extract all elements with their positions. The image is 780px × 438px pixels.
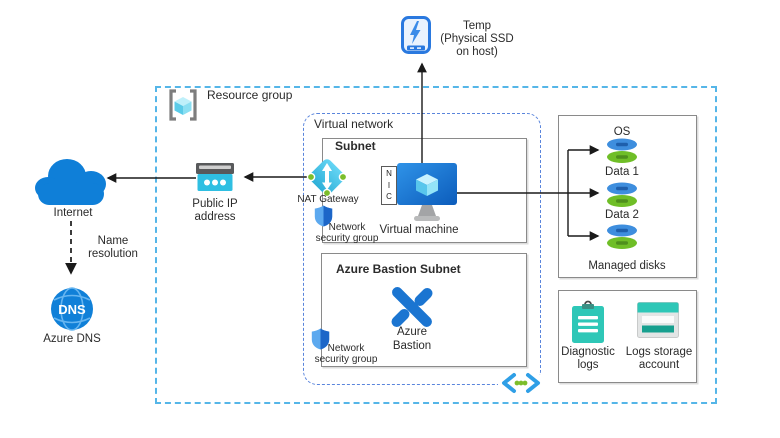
- nat-gateway-icon: [306, 159, 348, 198]
- data1-disk-label: Data 1: [605, 166, 639, 178]
- diagnostic-logs-label: Diagnostic logs: [561, 346, 615, 371]
- name-resolution-label: Name resolution: [88, 235, 138, 260]
- nic-letter-n: N: [386, 169, 392, 179]
- nic-letter-i: I: [387, 180, 391, 190]
- subnet-title: Subnet: [335, 139, 376, 153]
- os-disk-label: OS: [613, 126, 631, 138]
- azure-bastion-label: Azure Bastion: [392, 326, 432, 352]
- temp-ssd-icon: [401, 16, 431, 54]
- resource-group-label: Resource group: [207, 88, 293, 102]
- virtual-machine-icon: [397, 163, 457, 221]
- bastion-subnet-box: [321, 253, 527, 367]
- resource-group-icon: [169, 89, 197, 121]
- managed-disks-box: [558, 115, 697, 278]
- diagnostic-logs-icon: [572, 300, 604, 343]
- nic-box: N I C: [381, 166, 397, 205]
- public-ip-icon: [196, 163, 234, 191]
- nsg-subnet-label: Network security group: [315, 222, 379, 244]
- azure-bastion-icon: [391, 287, 433, 327]
- data2-disk-icon: [607, 224, 637, 249]
- temp-disk-label: Temp (Physical SSD on host): [440, 20, 514, 58]
- virtual-network-label: Virtual network: [314, 117, 394, 131]
- bastion-subnet-title: Azure Bastion Subnet: [336, 262, 461, 276]
- logs-storage-account-icon: [637, 302, 679, 338]
- azure-dns-globe-icon: DNS: [51, 287, 93, 331]
- public-ip-label: Public IP address: [192, 198, 238, 223]
- virtual-machine-label: Virtual machine: [379, 224, 459, 236]
- nsg-bastion-label: Network security group: [314, 343, 378, 365]
- network-security-group-icon: [311, 328, 330, 350]
- data1-disk-icon: [607, 182, 637, 207]
- internet-cloud-icon: [35, 159, 106, 205]
- virtual-network-icon: [498, 373, 544, 393]
- managed-disks-label: Managed disks: [588, 260, 666, 272]
- nic-letter-c: C: [386, 191, 392, 201]
- internet-label: Internet: [53, 207, 93, 219]
- network-security-group-icon: [314, 205, 333, 227]
- resource-group-box: [155, 86, 717, 404]
- logs-storage-label: Logs storage account: [625, 346, 693, 371]
- azure-dns-label: Azure DNS: [43, 333, 101, 345]
- dns-globe-text: DNS: [58, 302, 86, 317]
- data2-disk-label: Data 2: [605, 209, 639, 221]
- logs-box: [558, 290, 697, 383]
- os-disk-icon: [607, 138, 637, 163]
- nat-gateway-label: NAT Gateway: [297, 194, 359, 205]
